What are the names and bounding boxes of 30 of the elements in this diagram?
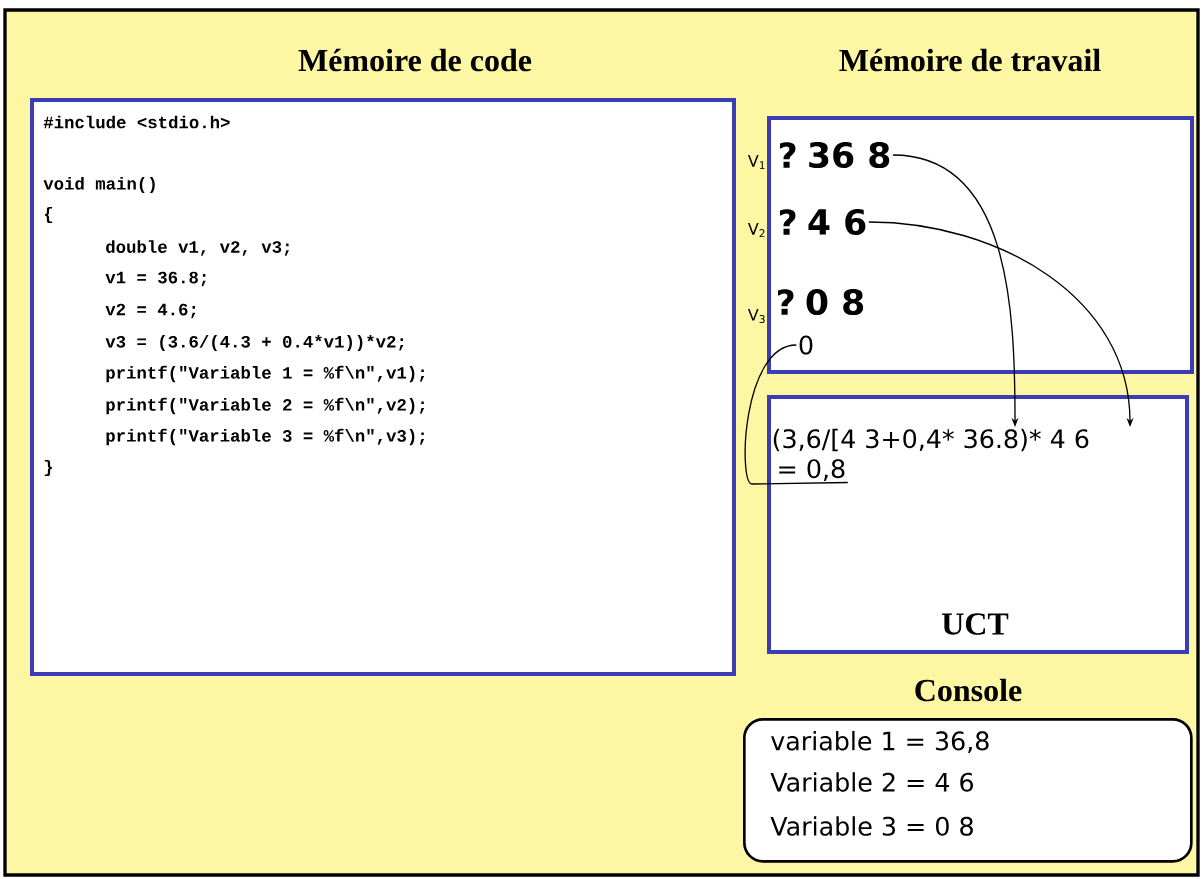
code-line: v2 = 4.6; bbox=[105, 303, 196, 319]
code-line: printf("Variable 3 = %f\n",v3); bbox=[106, 428, 425, 446]
console-output-line: Variable 2 = 4 6 bbox=[770, 772, 973, 792]
variable-label: V$_{3}$ bbox=[747, 308, 765, 324]
code-line: { bbox=[44, 206, 53, 224]
handwritten-value: 36 8 bbox=[809, 141, 890, 169]
handwritten-calculation: (3,6/[4 3+0,4* 36.8)* 4 6 bbox=[773, 428, 1089, 452]
crossed-out-value: ? bbox=[780, 209, 796, 235]
code-line: } bbox=[44, 459, 53, 477]
console-output-line: variable 1 = 36,8 bbox=[771, 730, 989, 754]
code-line: double v1, v2, v3; bbox=[106, 240, 289, 256]
code-line: void main() bbox=[43, 176, 155, 194]
crossed-out-value: ? bbox=[778, 289, 794, 315]
handwritten-calculation: = 0,8 bbox=[779, 459, 845, 481]
crossed-out-value: ? bbox=[780, 142, 796, 168]
code-line: #include <stdio.h> bbox=[43, 115, 230, 129]
variable-label: V$_{2}$ bbox=[747, 222, 765, 238]
handwritten-value: 4 6 bbox=[808, 208, 866, 236]
panel-heading: Console bbox=[915, 678, 1022, 702]
code-line: v1 = 36.8; bbox=[105, 271, 206, 287]
code-line: v3 = (3.6/(4.3 + 0.4*v1))*v2; bbox=[105, 334, 404, 352]
code-line: printf("Variable 1 = %f\n",v1); bbox=[106, 365, 425, 383]
variable-label: V$_{1}$ bbox=[747, 154, 765, 170]
panel-heading: Mémoire de code bbox=[298, 48, 532, 72]
console-output-line: Variable 3 = 0 8 bbox=[770, 816, 973, 836]
handwritten-value: 0 8 bbox=[806, 288, 864, 316]
panel-heading: Mémoire de travail bbox=[839, 48, 1101, 72]
code-line: printf("Variable 2 = %f\n",v2); bbox=[106, 397, 425, 415]
handwritten-digit: 0 bbox=[799, 335, 813, 355]
panel-heading: UCT bbox=[942, 613, 1009, 635]
